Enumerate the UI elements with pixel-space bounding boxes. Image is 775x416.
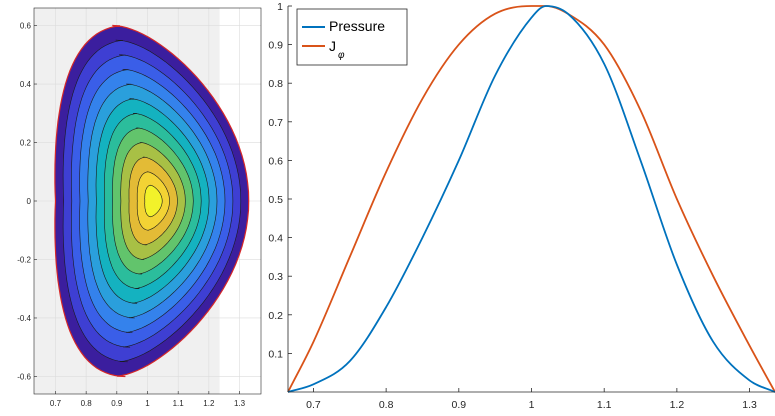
contour-y-tick-label-5: -0.4 <box>17 314 31 323</box>
profile-y-tick-label-3: 0.4 <box>268 233 283 245</box>
contour-level-11 <box>144 184 163 218</box>
profile-x-ticks: 0.7 0.8 0.9 1 1.1 1.2 1.3 <box>306 388 757 411</box>
contour-y-tick-label-4: -0.2 <box>17 255 31 264</box>
contour-y-tick-label-1: 0.4 <box>20 80 32 89</box>
legend-label-pressure: Pressure <box>329 18 385 34</box>
profile-y-tick-label-8: 0.9 <box>268 40 283 52</box>
series-line-pressure <box>287 5 775 393</box>
contour-x-ticks: 0.7 0.8 0.9 1 1.1 1.2 1.3 <box>50 391 246 408</box>
profile-x-tick-label-4: 1.1 <box>597 399 612 411</box>
profile-y-ticks: 0.1 0.2 0.3 0.4 0.5 0.6 0.7 0.8 0.9 1 <box>268 1 292 360</box>
profile-x-tick-label-3: 1 <box>529 399 535 411</box>
contour-y-ticks: 0.6 0.4 0.2 0 -0.2 -0.4 -0.6 <box>17 22 37 381</box>
contour-fills <box>54 25 249 377</box>
contour-x-tick-label-1: 0.8 <box>81 399 93 408</box>
profile-y-tick-label-1: 0.2 <box>268 310 283 322</box>
contour-y-tick-label-6: -0.6 <box>17 372 31 381</box>
plasma-boundary <box>54 24 250 378</box>
profile-x-tick-label-1: 0.8 <box>379 399 394 411</box>
profile-y-tick-label-6: 0.7 <box>268 117 283 129</box>
profile-y-tick-label-0: 0.1 <box>268 348 283 360</box>
contour-x-tick-label-2: 0.9 <box>111 399 123 408</box>
profile-y-tick-label-7: 0.8 <box>268 78 283 90</box>
profile-x-tick-label-2: 0.9 <box>452 399 467 411</box>
profile-y-tick-label-4: 0.5 <box>268 194 283 206</box>
profile-y-tick-label-2: 0.3 <box>268 271 283 283</box>
profile-x-tick-label-0: 0.7 <box>306 399 321 411</box>
contour-x-tick-label-0: 0.7 <box>50 399 62 408</box>
profile-y-tick-label-5: 0.6 <box>268 155 283 167</box>
contour-x-tick-label-5: 1.2 <box>203 399 215 408</box>
contour-y-tick-label-3: 0 <box>27 197 32 206</box>
contour-x-tick-label-6: 1.3 <box>234 399 246 408</box>
contour-y-tick-label-0: 0.6 <box>20 22 32 31</box>
contour-plot: 0.7 0.8 0.9 1 1.1 1.2 1.3 0.6 0.4 0.2 0 -0.2 -0.4 -0… <box>17 7 262 408</box>
contour-x-tick-label-4: 1.1 <box>173 399 185 408</box>
legend-label-phi-subscript: φ <box>338 50 345 61</box>
series-line-j-phi <box>287 5 775 393</box>
legend-label-j: J <box>329 38 336 54</box>
profile-y-tick-label-9: 1 <box>277 1 283 13</box>
profile-series <box>287 5 775 393</box>
legend: Pressure J φ <box>296 8 408 66</box>
contour-y-tick-label-2: 0.2 <box>20 139 32 148</box>
profile-axes-background <box>288 6 775 392</box>
legend-box <box>296 8 408 66</box>
contour-x-tick-label-3: 1 <box>145 399 150 408</box>
profile-x-tick-label-6: 1.3 <box>742 399 757 411</box>
profile-x-tick-label-5: 1.2 <box>670 399 685 411</box>
